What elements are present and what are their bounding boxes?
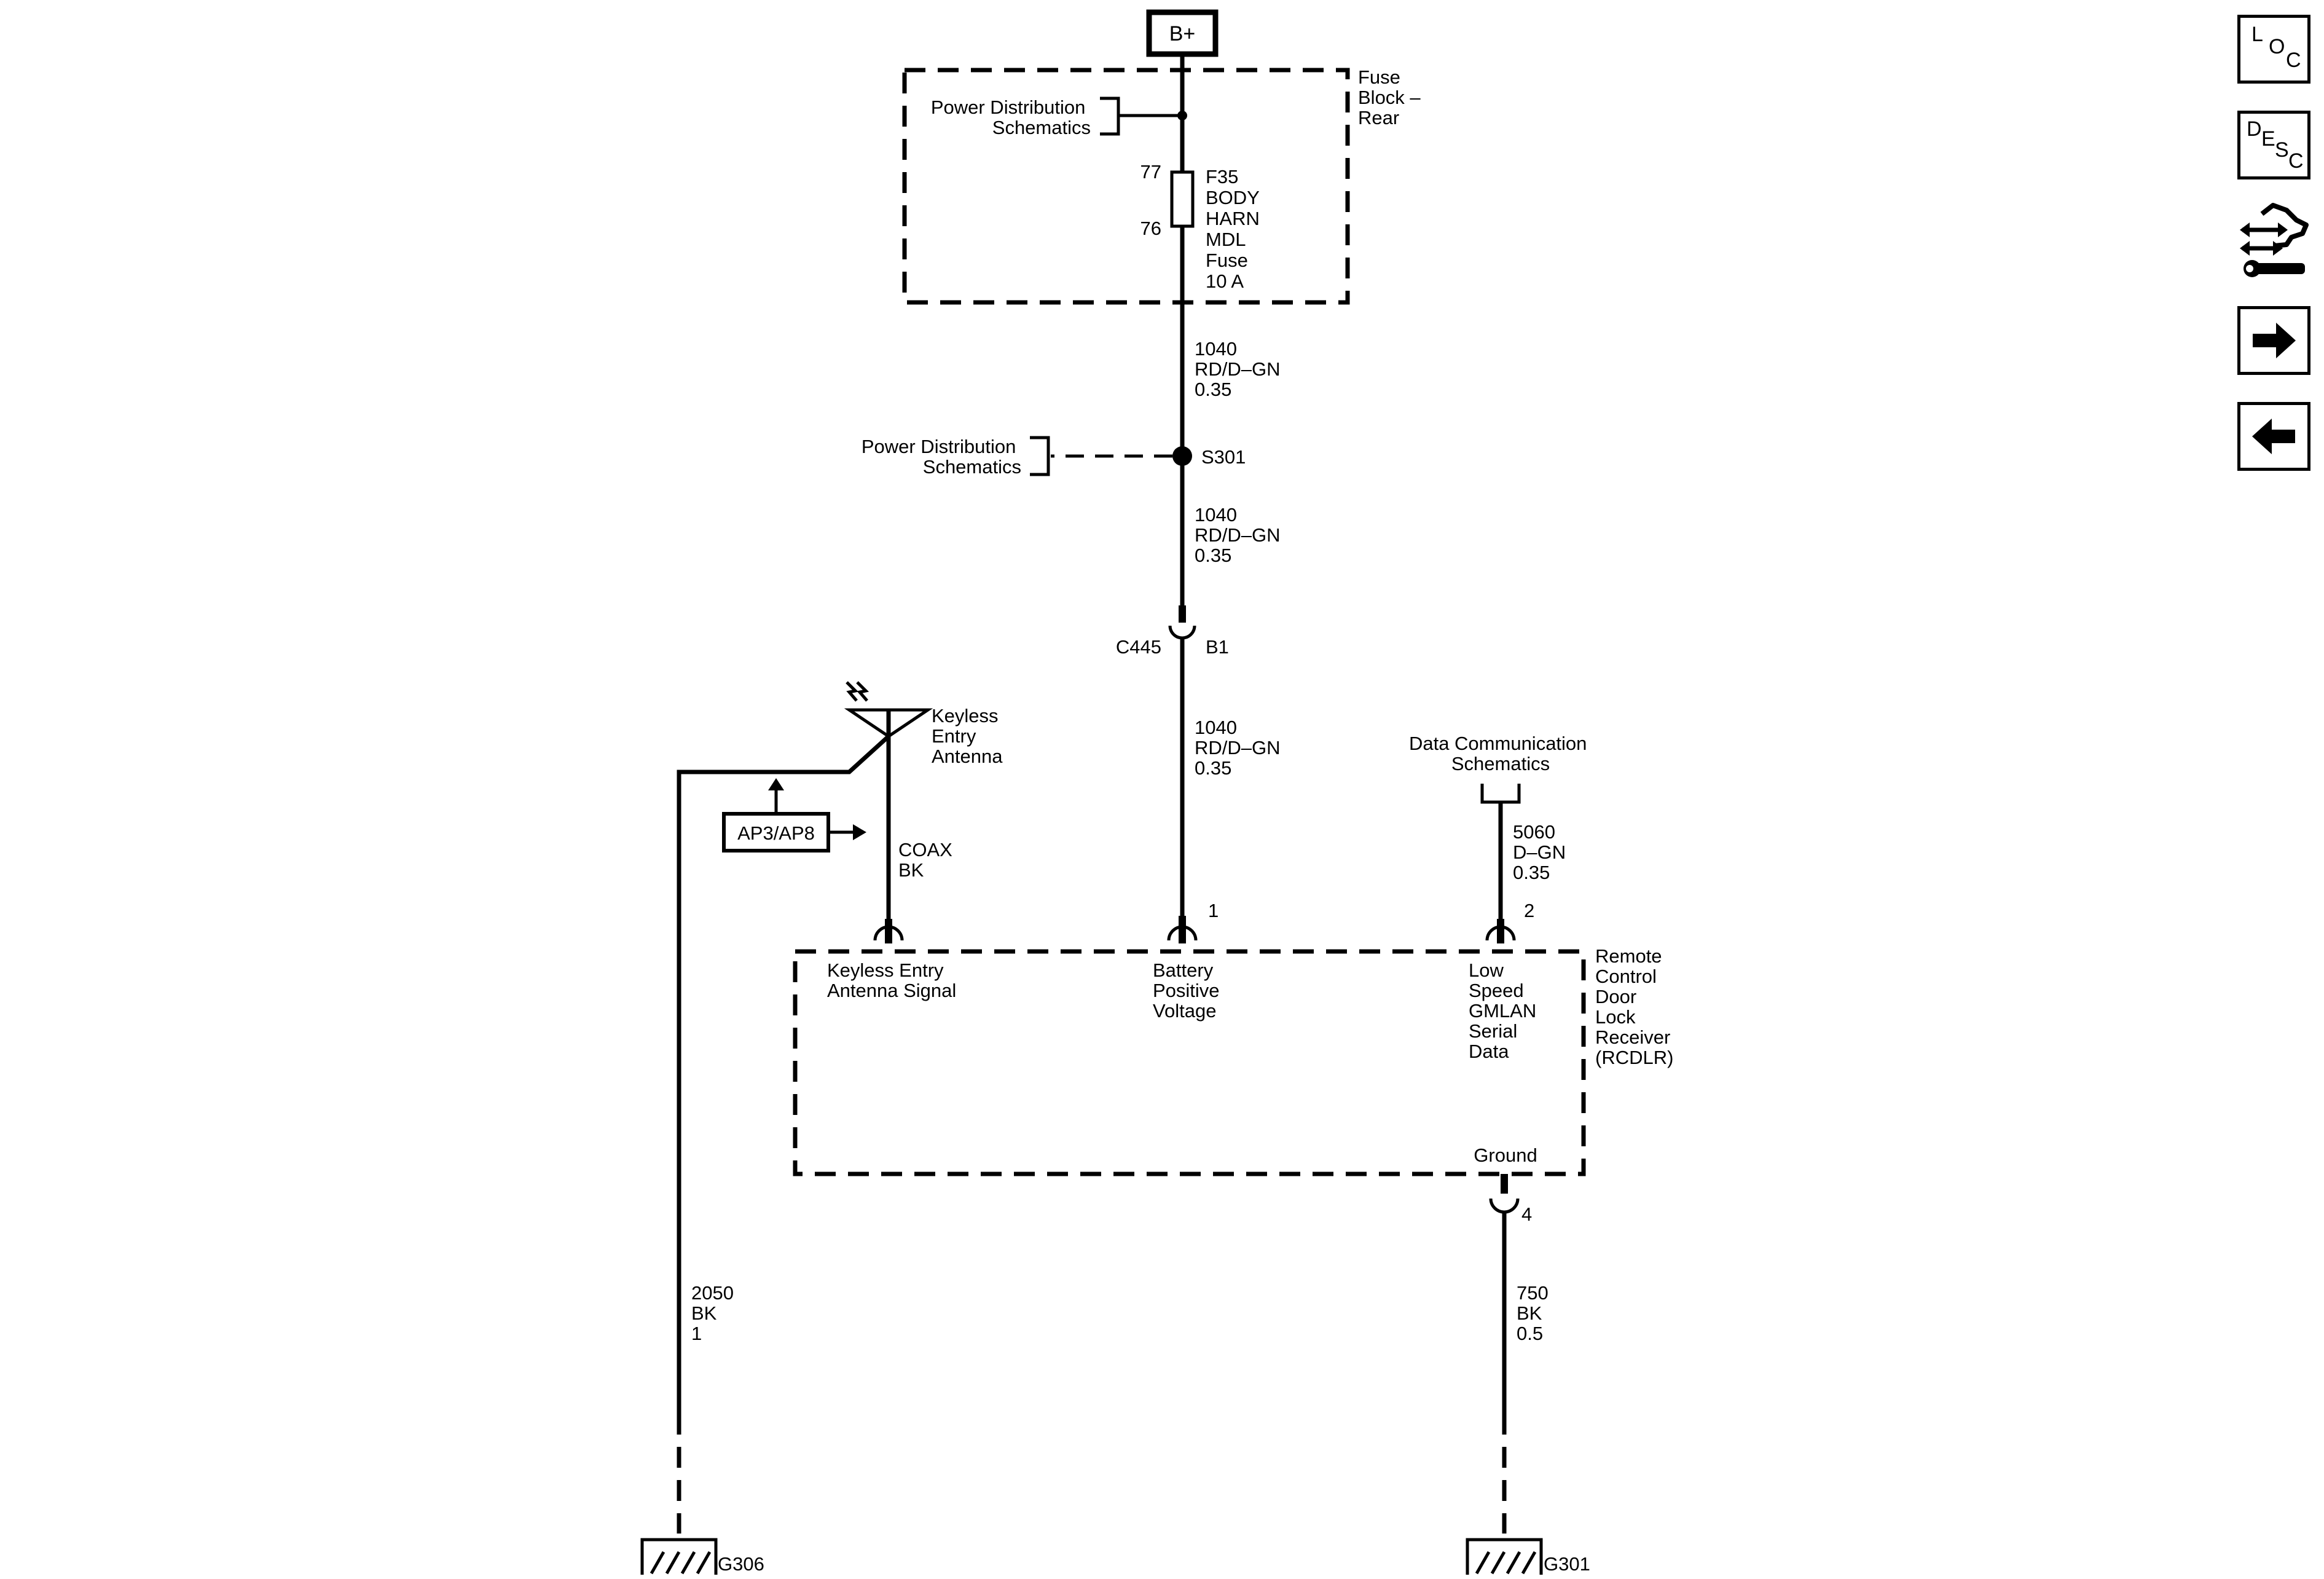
connector-c445: C445 B1 — [1116, 605, 1229, 658]
fuse-block-outline — [902, 68, 1350, 305]
loc-letter-c: C — [2286, 49, 2301, 72]
pin-gmlan-label: Low Speed GMLAN Serial Data — [1469, 959, 1542, 1062]
supply-label: B+ — [1169, 22, 1196, 45]
keyless-entry-antenna: Keyless Entry Antenna — [844, 681, 1003, 919]
ground-g306-icon: G306 — [640, 1538, 764, 1575]
loc-letter-o: O — [2269, 35, 2285, 58]
pin-ground-label: Ground — [1474, 1144, 1537, 1166]
data-comm-reference: Data Communication Schematics 5060 D–GN … — [1409, 733, 1592, 919]
connector-name: C445 — [1116, 636, 1161, 658]
wire-5060-label: 5060 D–GN 0.35 — [1513, 821, 1571, 883]
antenna-shield-wire — [677, 734, 890, 1414]
pin-antenna-label: Keyless Entry Antenna Signal — [827, 959, 956, 1001]
connector-tool-button[interactable] — [2237, 202, 2314, 288]
wire-1040-label-c: 1040 RD/D–GN 0.35 — [1195, 717, 1286, 779]
pin-battery-number: 1 — [1208, 900, 1219, 921]
rcdlr-outline — [793, 949, 1586, 1176]
wire-1040-label-a: 1040 RD/D–GN 0.35 — [1195, 338, 1286, 400]
desc-letter-d: D — [2247, 117, 2262, 141]
desc-letter-c: C — [2288, 149, 2304, 173]
antenna-name: Keyless Entry Antenna — [932, 705, 1003, 767]
splice-name: S301 — [1201, 446, 1246, 468]
pdist-ref-text: Power Distribution Schematics — [931, 96, 1091, 138]
pin-gmlan-number: 2 — [1524, 900, 1534, 921]
fuse-block-name: Fuse Block – Rear — [1358, 66, 1426, 128]
next-page-button[interactable] — [2237, 306, 2310, 375]
splice-ref-text: Power Distribution Schematics — [862, 436, 1021, 478]
coax-wire-label: COAX BK — [898, 839, 957, 881]
pin-ground-number: 4 — [1521, 1203, 1532, 1225]
description-button[interactable]: D E S C — [2237, 111, 2310, 179]
pdist-reference-top: Power Distribution Schematics — [931, 96, 1182, 138]
rcdlr-name: Remote Control Door Lock Receiver (RCDLR… — [1595, 945, 1676, 1068]
arrow-up-icon — [768, 778, 784, 790]
ground-g306-name: G306 — [718, 1553, 764, 1575]
arrow-right-icon — [2253, 323, 2296, 358]
fuse-pin-out: 76 — [1140, 218, 1161, 239]
connector-tool-icon — [2240, 203, 2309, 277]
ap-ref-label: AP3/AP8 — [737, 822, 815, 844]
fuse-f35: 77 76 F35 BODY HARN MDL Fuse 10 A — [1140, 161, 1265, 292]
splice-s301: S301 Power Distribution Schematics — [862, 436, 1246, 478]
desc-letter-s: S — [2275, 138, 2289, 162]
arrow-left-icon — [2252, 419, 2295, 454]
wire-750-label: 750 BK 0.5 — [1517, 1282, 1553, 1344]
wire-1040-label-b: 1040 RD/D–GN 0.35 — [1195, 504, 1286, 566]
wire-2050-label: 2050 BK 1 — [691, 1282, 739, 1344]
pin-gmlan-terminal — [1485, 919, 1516, 943]
pin-ground-terminal — [1489, 1174, 1520, 1214]
location-button[interactable]: L O C — [2237, 15, 2310, 84]
fuse-pin-in: 77 — [1140, 161, 1161, 183]
fuse-label: F35 BODY HARN MDL Fuse 10 A — [1206, 166, 1265, 292]
ground-g301-icon: G301 — [1466, 1538, 1590, 1575]
previous-page-button[interactable] — [2237, 402, 2310, 471]
desc-letter-e: E — [2261, 127, 2275, 151]
pin-battery-terminal — [1167, 916, 1198, 943]
ap3-ap8-reference: AP3/AP8 — [722, 778, 866, 853]
pin-battery-label: Battery Positive Voltage — [1153, 959, 1225, 1022]
loc-letter-l: L — [2251, 23, 2263, 46]
battery-supply: B+ — [1146, 9, 1219, 57]
pin-antenna-terminal — [873, 919, 904, 943]
ground-g301-name: G301 — [1544, 1553, 1590, 1575]
connector-pin: B1 — [1206, 636, 1229, 658]
arrow-right-icon — [853, 824, 866, 840]
data-comm-ref-text: Data Communication Schematics — [1409, 733, 1592, 774]
